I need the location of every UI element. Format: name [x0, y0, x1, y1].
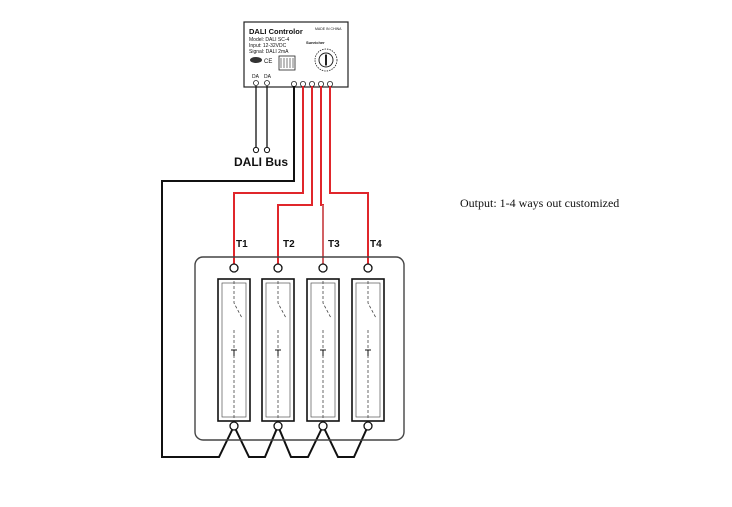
terminal-da2-label: DA: [264, 74, 272, 80]
input-label: Input: 12-32VDC: [249, 43, 287, 49]
controller-title: DALI Controlor: [249, 27, 303, 36]
dali-logo-icon: [250, 57, 262, 63]
output-note: Output: 1-4 ways out customized: [460, 196, 619, 210]
output-terminal-block: [290, 81, 333, 88]
output-label-t4: T4: [370, 239, 382, 250]
output-label-t2: T2: [283, 239, 295, 250]
terminal-da2: [264, 80, 270, 86]
terminal-da1: [253, 80, 259, 86]
switch-module-t2: [261, 263, 295, 431]
brand-label: Sunricher: [306, 40, 325, 45]
switch-module-t4: [351, 263, 385, 431]
wire-t1: [233, 86, 304, 264]
signal-label: Signal: DALI 2mA: [249, 49, 289, 55]
rotary-address-dial: [314, 48, 338, 72]
bus-terminal-2: [263, 146, 271, 154]
wire-t2: [277, 86, 313, 264]
bus-terminal-1: [252, 146, 260, 154]
dip-switch-icon: [278, 55, 296, 71]
ce-mark-icon: CE: [264, 59, 272, 65]
output-label-t3: T3: [328, 239, 340, 250]
switch-panel: [194, 256, 405, 441]
made-in-label: MADE IN CHINA: [315, 27, 342, 31]
output-label-t1: T1: [236, 239, 248, 250]
dali-controller: DALI Controlor MADE IN CHINA Model: DALI…: [243, 21, 349, 88]
switch-module-t3: [306, 263, 340, 431]
wire-t4: [329, 86, 369, 264]
common-black-wire: [161, 86, 369, 458]
switch-module-t1: [217, 263, 251, 431]
dali-bus-label: DALI Bus: [234, 155, 288, 169]
model-label: Model: DALI SC-4: [249, 37, 290, 43]
red-output-wires: [233, 86, 369, 264]
dali-bus-wires: DALI Bus: [234, 86, 288, 169]
terminal-da1-label: DA: [252, 74, 260, 80]
